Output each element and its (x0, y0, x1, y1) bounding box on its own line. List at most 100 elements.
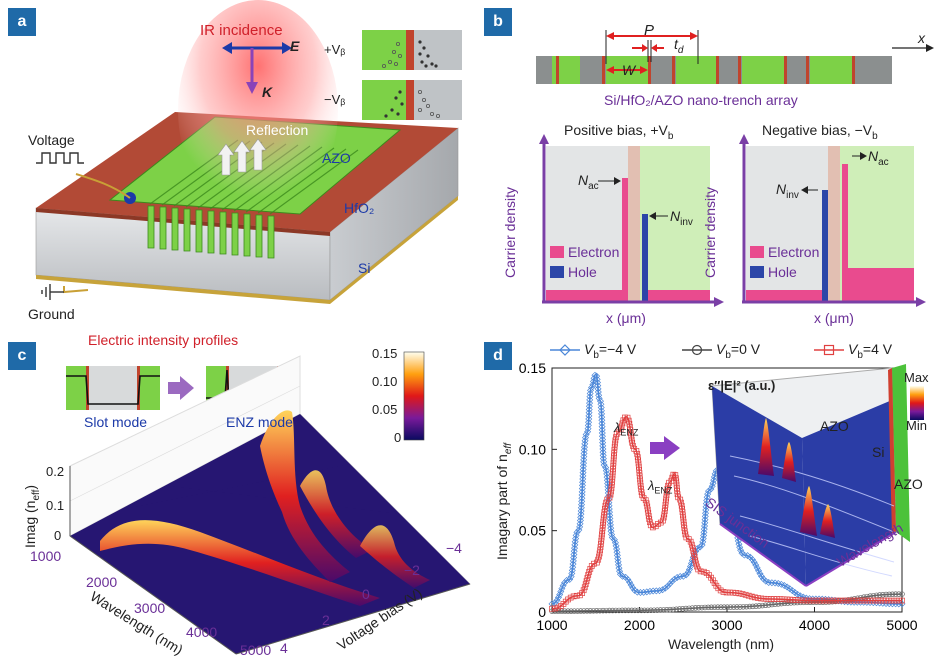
series-marker (656, 587, 664, 595)
x-tick-label: 2000 (624, 617, 655, 633)
series-marker (573, 528, 581, 536)
series-marker (602, 506, 608, 512)
series-marker (673, 478, 680, 485)
series-marker (593, 375, 601, 383)
series-marker (630, 443, 636, 449)
series-marker (883, 597, 889, 604)
series-marker (819, 597, 825, 604)
series-marker (597, 400, 605, 408)
lambda-enz-label-2: λENZ (648, 478, 673, 496)
series-marker (612, 437, 619, 444)
nano-trench-array-bar (536, 56, 892, 84)
x-tick-3: 4000 (186, 624, 218, 640)
series-marker (606, 518, 614, 526)
series-marker (586, 393, 594, 401)
series-marker (635, 607, 641, 614)
series-marker (568, 570, 576, 578)
series-marker (702, 500, 710, 508)
series-marker (601, 509, 608, 515)
positive-bias-title: Positive bias, +Vb (564, 122, 674, 142)
series-marker (660, 517, 666, 524)
series-marker (578, 485, 586, 493)
td-label: td (674, 36, 684, 56)
series-marker (581, 437, 589, 445)
series-marker (598, 429, 606, 437)
series-marker (599, 531, 605, 538)
series-marker (803, 597, 809, 604)
series-marker (661, 511, 668, 518)
series-marker (765, 602, 772, 608)
series-marker (657, 519, 664, 526)
series-marker (637, 476, 643, 483)
series-marker (613, 551, 621, 559)
series-marker (607, 491, 614, 498)
series-marker (578, 488, 586, 496)
series-marker (787, 596, 793, 603)
legend-markers (550, 344, 844, 356)
series-marker (873, 592, 880, 599)
series-marker (601, 512, 607, 519)
ir-beam (178, 0, 338, 220)
series-marker (603, 473, 611, 481)
series-marker (812, 597, 819, 604)
series-marker (680, 512, 686, 519)
series-marker (580, 453, 588, 461)
series-marker (586, 396, 594, 404)
series-marker (569, 560, 577, 568)
series-marker (864, 593, 870, 600)
z-tick-0: 0.2 (46, 464, 65, 479)
profiles-title: Electric intensity profiles (88, 332, 239, 348)
series-marker (739, 591, 746, 597)
series-marker (699, 604, 705, 611)
series-marker (885, 600, 893, 608)
series-marker (578, 497, 586, 505)
series-marker (613, 548, 621, 556)
series-marker (659, 586, 667, 594)
inset-colorbar (910, 386, 924, 420)
series-marker (664, 489, 670, 495)
series-marker (654, 607, 660, 613)
series-marker (577, 504, 585, 512)
series-marker (734, 537, 742, 545)
series-marker (615, 561, 623, 569)
series-marker (611, 443, 618, 450)
series-marker (579, 478, 587, 486)
inset-plus-vb (362, 30, 462, 70)
v-tick-1: 2 (322, 612, 330, 628)
series-marker (670, 606, 676, 613)
series-marker (686, 605, 692, 612)
series-marker (683, 605, 689, 612)
series-marker (581, 440, 589, 448)
series-marker (598, 416, 606, 424)
inset-pointer-arrow (650, 436, 680, 460)
series-marker (847, 597, 854, 604)
series-marker (584, 428, 592, 436)
series-marker (628, 433, 635, 440)
series-marker (666, 580, 674, 588)
n-ac-label-neg: Nac (868, 148, 889, 168)
series-marker (889, 591, 896, 598)
series-marker (580, 456, 588, 464)
n-ac-label-pos: Nac (578, 172, 599, 192)
series-marker (867, 593, 873, 599)
series-marker (578, 491, 586, 499)
series-marker (607, 524, 615, 532)
series-marker (625, 607, 632, 614)
legend-label-pos4: Vb=4 V (848, 341, 893, 361)
series-marker (579, 472, 587, 480)
series-marker (609, 469, 616, 476)
series-marker (645, 513, 652, 519)
series-marker (587, 608, 594, 614)
series-marker (758, 595, 765, 602)
series-marker (642, 497, 649, 504)
series-marker (596, 397, 604, 405)
series-marker (577, 513, 585, 521)
panel-b-illustration (536, 30, 934, 307)
series-marker (815, 597, 822, 604)
series-marker (652, 587, 660, 595)
series-marker (691, 554, 698, 561)
carrier-density-ylabel-pos: Carrier density (502, 186, 518, 278)
series-marker (599, 455, 607, 463)
series-marker (636, 467, 642, 473)
